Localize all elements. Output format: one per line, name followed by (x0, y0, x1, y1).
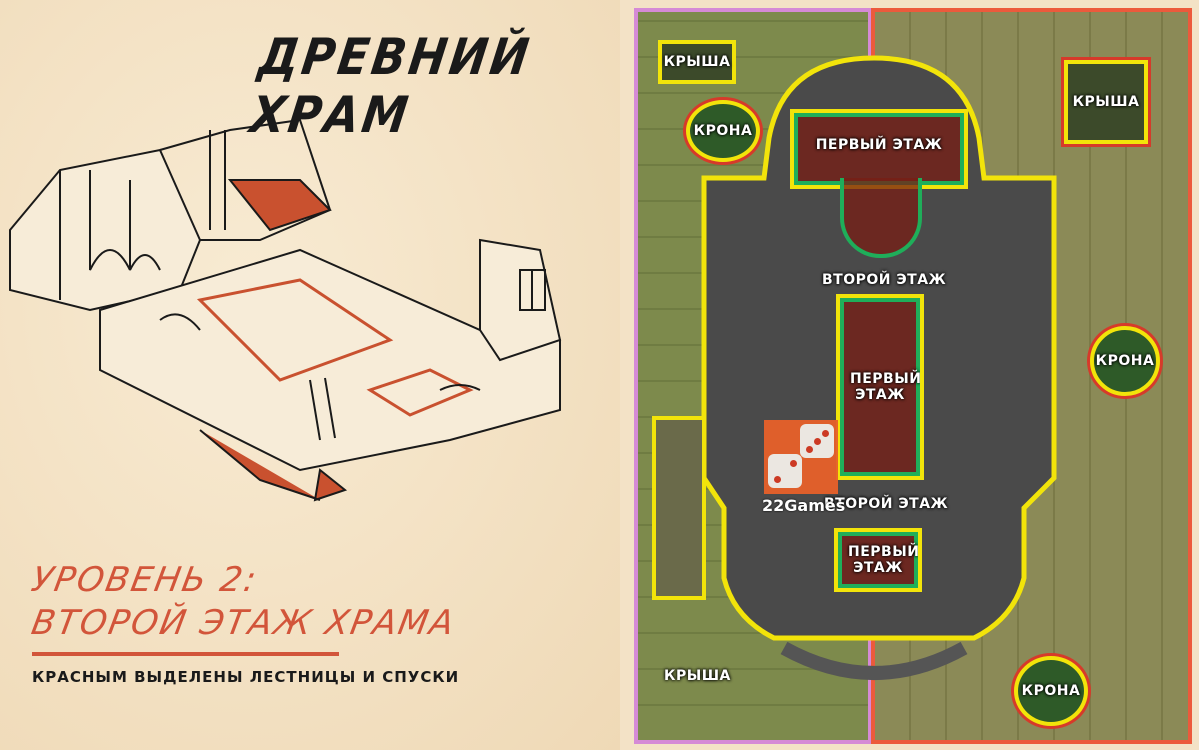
isometric-sketch (9, 118, 562, 502)
die-icon (768, 454, 802, 488)
crown-bottom-right: КРОНА (1014, 656, 1088, 726)
second-floor-label-1: ВТОРОЙ ЭТАЖ (822, 272, 947, 288)
level-number: УРОВЕНЬ 2: (28, 560, 262, 600)
watermark-logo (764, 420, 838, 494)
first-floor-apse (840, 178, 922, 258)
level-map: КРЫША КРЫША КРЫША КРОНА КРОНА КРОНА ПЕРВ… (634, 8, 1192, 744)
first-floor-top: ПЕРВЫЙ ЭТАЖ (790, 109, 968, 189)
die-icon (800, 424, 834, 458)
crown-right: КРОНА (1090, 326, 1160, 396)
divider (32, 652, 339, 656)
second-floor-label-2: ВТОРОЙ ЭТАЖ (824, 496, 949, 512)
roof-top-left: КРЫША (658, 40, 736, 84)
roof-bottom-left: КРЫША (664, 668, 731, 684)
roof-top-right: КРЫША (1064, 60, 1148, 144)
watermark-text: 22Games (762, 496, 846, 515)
first-floor-mid: ПЕРВЫЙ ЭТАЖ (836, 294, 924, 480)
crown-top-left: КРОНА (686, 100, 760, 162)
legend-note: КРАСНЫМ ВЫДЕЛЕНЫ ЛЕСТНИЦЫ И СПУСКИ (32, 668, 460, 686)
first-floor-bottom: ПЕРВЫЙ ЭТАЖ (834, 528, 922, 592)
left-panel: ДРЕВНИЙ ХРАМ УРОВЕНЬ 2: ВТОРОЙ ЭТАЖ ХРАМ… (0, 0, 620, 750)
level-name: ВТОРОЙ ЭТАЖ ХРАМА (28, 603, 459, 643)
